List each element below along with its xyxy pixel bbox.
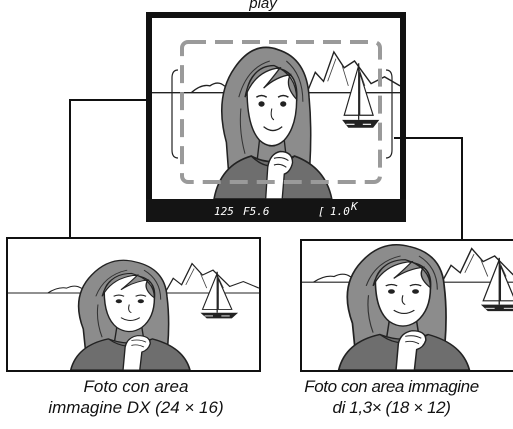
af-area-brackets [171,69,393,159]
readout-aperture: F5.6 [243,205,270,218]
caption-1-3x-line1: Foto con area immagine [304,377,479,396]
caption-1-3x-area: Foto con area immagine di 1,3× (18 × 12) [270,376,513,418]
photo-dx-area [6,237,261,372]
crop-area-frame [180,40,382,184]
readout-bracket: [ [318,205,325,218]
viewfinder-top-caption: play [248,0,278,12]
viewfinder: play 125 F5.6 [ 1.0 K [146,0,406,222]
readout-value: 1.0 [330,205,350,218]
photo-1-3x-area [300,239,513,372]
caption-dx-line1: Foto con area [83,377,189,396]
callout-line-left [69,99,152,238]
caption-1-3x-line2: di 1,3× (18 × 12) [332,398,451,417]
viewfinder-readout-bar [146,199,406,222]
readout-superscript: K [350,200,359,213]
readout-shutter: 125 [214,205,234,218]
viewfinder-scene [152,18,400,199]
callout-lines [69,99,463,240]
caption-dx-area: Foto con area immagine DX (24 × 16) [6,376,266,418]
caption-dx-line2: immagine DX (24 × 16) [48,398,224,417]
callout-line-right [394,137,463,240]
